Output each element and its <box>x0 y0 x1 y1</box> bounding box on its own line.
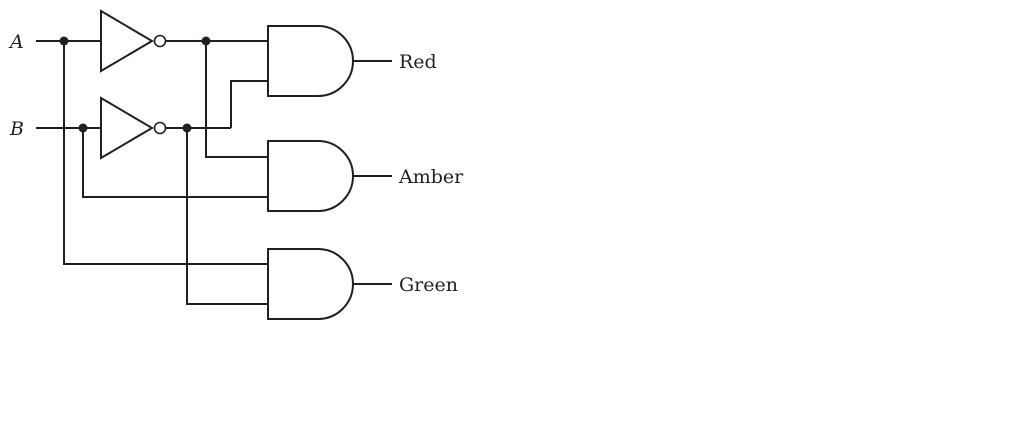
and-gate-red <box>267 25 354 97</box>
output-green-label: Green <box>399 274 458 296</box>
output-red-label: Red <box>399 51 437 73</box>
wire-not-b-to-green <box>186 128 268 305</box>
wire-not-a-to-amber <box>205 41 268 158</box>
and-gate-amber <box>267 140 354 212</box>
output-amber-label: Amber <box>398 166 464 188</box>
wire-not-b-to-red <box>230 80 268 128</box>
input-a-label: A <box>8 31 24 53</box>
wire-b-to-amber <box>82 128 268 198</box>
junction-a <box>59 36 69 46</box>
not-gate-b-bubble <box>153 121 167 135</box>
junction-not-a <box>201 36 211 46</box>
junction-not-b <box>182 123 192 133</box>
and-gate-green <box>267 248 354 320</box>
not-gate-a <box>100 9 154 73</box>
input-b-label: B <box>9 118 24 140</box>
wire-a-to-green <box>63 41 268 265</box>
not-gate-b <box>100 96 154 160</box>
junction-b <box>78 123 88 133</box>
not-gate-a-bubble <box>153 34 167 48</box>
